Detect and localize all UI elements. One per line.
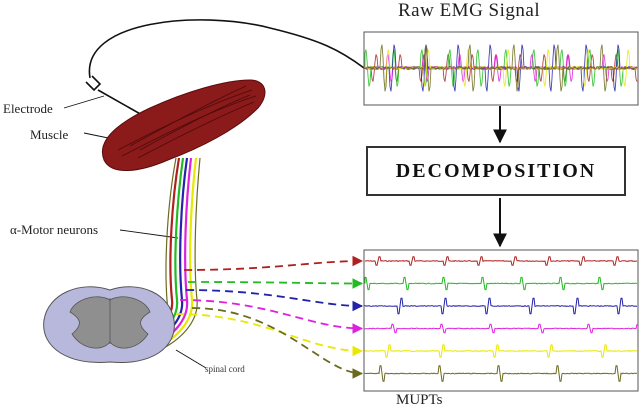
dashed-arrow-6 (191, 307, 364, 379)
mupt-train-3 (364, 297, 638, 315)
spinal-leader (175, 349, 207, 369)
electrode-label: Electrode (3, 101, 53, 116)
neuron-to-train-arrows (175, 255, 364, 379)
mupt-train-4 (364, 323, 638, 334)
spinal-cord (43, 286, 175, 364)
raw-emg-traces (364, 44, 638, 92)
dashed-arrow-3 (185, 289, 364, 312)
raw-emg-title: Raw EMG Signal (398, 0, 541, 21)
dashed-arrow-2 (187, 278, 364, 289)
raw-emg-trace-6 (364, 44, 638, 92)
muscle (102, 79, 266, 172)
dashed-arrow-5 (175, 313, 364, 357)
motor-leader (119, 229, 179, 239)
spinal-cord-label: spinal cord (205, 364, 245, 374)
electrode-wire (88, 19, 365, 79)
electrode-leader (63, 95, 105, 109)
mupt-train-2 (364, 276, 638, 291)
dashed-arrow-4 (179, 299, 364, 334)
muscle-label: Muscle (30, 127, 69, 142)
dashed-arrow-1 (183, 255, 364, 271)
mupt-train-1 (365, 256, 638, 266)
motor-neurons-label: α-Motor neurons (10, 222, 99, 237)
mupts-label: MUPTs (396, 392, 443, 408)
mupt-box (363, 249, 639, 392)
decomposition-box: DECOMPOSITION (366, 146, 626, 196)
mupt-traces (364, 256, 638, 382)
mupt-train-6 (364, 365, 638, 382)
decomposition-label: DECOMPOSITION (395, 159, 597, 182)
motor-neuron-bundle (141, 157, 201, 351)
mupt-train-5 (364, 344, 638, 358)
